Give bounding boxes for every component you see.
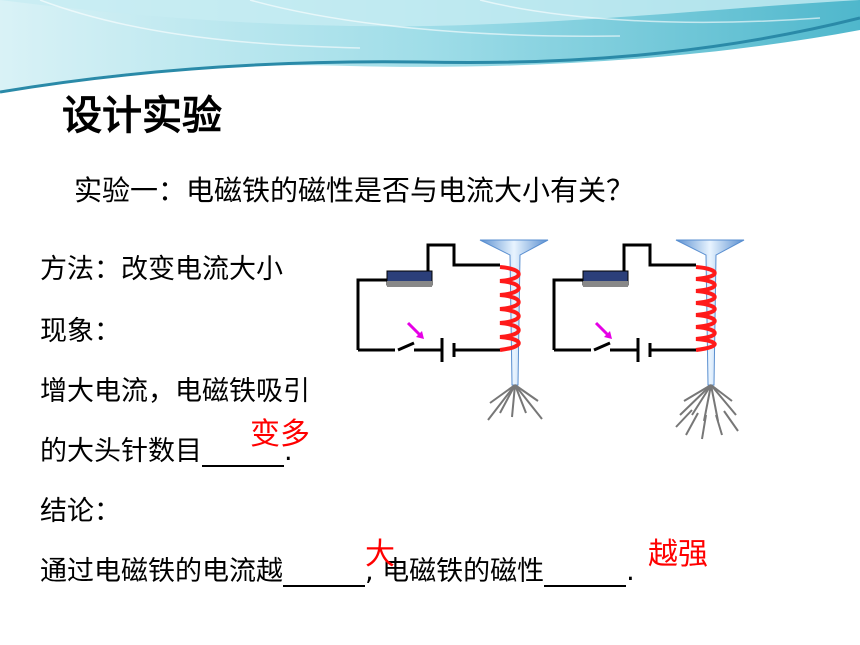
header-wave-banner	[0, 0, 860, 94]
phenomenon-line-2-suffix: .	[284, 436, 293, 467]
circuit-diagrams	[356, 239, 745, 440]
circuit-right	[552, 239, 745, 440]
pins-cluster-right	[675, 384, 739, 440]
phenomenon-label: 现象：	[40, 316, 121, 347]
conclusion-suffix: .	[626, 556, 635, 587]
answer-blank-large	[283, 558, 365, 587]
page-title: 设计实验	[62, 93, 222, 139]
pins-cluster-left	[487, 384, 543, 421]
conclusion-label: 结论：	[40, 496, 121, 527]
answer-large: 大	[365, 537, 395, 572]
conclusion-line: 通过电磁铁的电流越 , 电磁铁的磁性 .	[40, 558, 635, 587]
answer-blank-more	[202, 438, 284, 467]
answer-more: 变多	[250, 417, 310, 452]
experiment-subtitle: 实验一：电磁铁的磁性是否与电流大小有关？	[74, 174, 635, 207]
answer-blank-stronger	[544, 558, 627, 587]
coil-icon	[695, 265, 717, 352]
coil-icon	[499, 265, 521, 352]
conclusion-prefix: 通过电磁铁的电流越	[40, 556, 283, 587]
phenomenon-line-1: 增大电流，电磁铁吸引	[40, 376, 310, 407]
phenomenon-line-2: 的大头针数目 .	[40, 438, 293, 467]
method-text: 方法：改变电流大小	[40, 254, 283, 285]
conclusion-middle: , 电磁铁的磁性	[365, 556, 545, 587]
phenomenon-line-2-prefix: 的大头针数目	[40, 436, 202, 467]
circuit-left	[356, 239, 549, 421]
answer-stronger: 越强	[648, 537, 708, 572]
